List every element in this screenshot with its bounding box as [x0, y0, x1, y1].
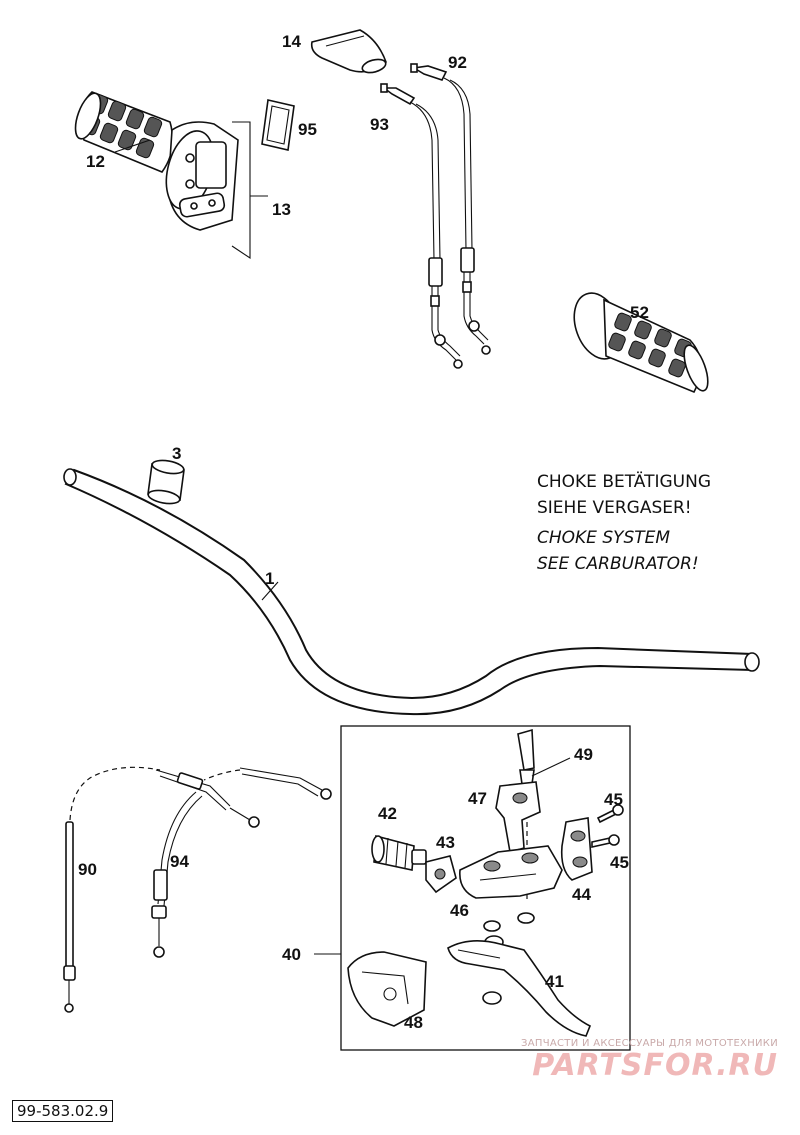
clutch-cable-90 — [63, 766, 260, 1013]
label-14: 14 — [282, 32, 301, 51]
label-44: 44 — [572, 885, 591, 904]
knob-42 — [371, 834, 427, 871]
note-line-2: SIEHE VERGASER! — [537, 498, 692, 518]
label-47: 47 — [468, 789, 487, 808]
label-45b: 45 — [610, 853, 629, 872]
part-labels: 14 92 93 95 12 13 52 3 1 49 47 45 42 43 … — [78, 32, 649, 1032]
throttle-grip-part — [74, 91, 174, 173]
label-43: 43 — [436, 833, 455, 852]
label-45a: 45 — [604, 790, 623, 809]
leader-12 — [114, 139, 151, 153]
label-48: 48 — [404, 1013, 423, 1032]
watermark-logo: PARTSFOR.RU — [532, 1048, 778, 1083]
throttle-cable-92 — [410, 63, 491, 355]
gasket-part — [261, 99, 295, 151]
left-grip-part — [573, 292, 709, 394]
label-94: 94 — [170, 852, 189, 871]
label-93: 93 — [370, 115, 389, 134]
adjuster-43 — [425, 855, 457, 894]
label-13: 13 — [272, 200, 291, 219]
label-49: 49 — [574, 745, 593, 764]
label-52: 52 — [630, 303, 649, 322]
cable-94 — [151, 767, 332, 958]
throttle-housing-part — [165, 121, 239, 231]
label-95: 95 — [298, 120, 317, 139]
watermark: ЗАПЧАСТИ И АКСЕССУАРЫ ДЛЯ МОТОТЕХНИКИ PA… — [521, 1038, 778, 1083]
watermark-tagline: ЗАПЧАСТИ И АКСЕССУАРЫ ДЛЯ МОТОТЕХНИКИ — [521, 1038, 778, 1049]
handlebar-part — [63, 468, 760, 716]
clutch-adjuster-47 — [495, 781, 541, 854]
label-40: 40 — [282, 945, 301, 964]
label-92: 92 — [448, 53, 467, 72]
handlebar-sleeve-part — [147, 459, 185, 505]
note-line-1: CHOKE BETÄTIGUNG — [537, 471, 711, 492]
label-42: 42 — [378, 804, 397, 823]
clutch-assembly-frame — [340, 725, 631, 1051]
reference-code: 99-583.02.9 — [12, 1100, 114, 1122]
choke-note: CHOKE BETÄTIGUNG SIEHE VERGASER! CHOKE S… — [537, 471, 711, 574]
lever-cover-48 — [347, 951, 427, 1027]
lever-mount-46 — [459, 845, 563, 899]
throttle-cable-93 — [380, 83, 463, 369]
note-line-4: SEE CARBURATOR! — [537, 554, 699, 574]
housing-bracket-line — [231, 121, 251, 260]
note-line-3: CHOKE SYSTEM — [537, 528, 670, 548]
clutch-lever-41 — [447, 940, 592, 1037]
label-41: 41 — [545, 972, 564, 991]
clamp-44 — [560, 817, 593, 881]
label-12: 12 — [86, 152, 105, 171]
leader-49 — [531, 757, 571, 777]
label-46: 46 — [450, 901, 469, 920]
clutch-bolts-45 — [591, 804, 624, 848]
label-90: 90 — [78, 860, 97, 879]
label-3: 3 — [172, 444, 181, 463]
cable-cover-part — [310, 29, 387, 74]
label-1: 1 — [265, 569, 274, 588]
leader-1 — [261, 581, 279, 601]
